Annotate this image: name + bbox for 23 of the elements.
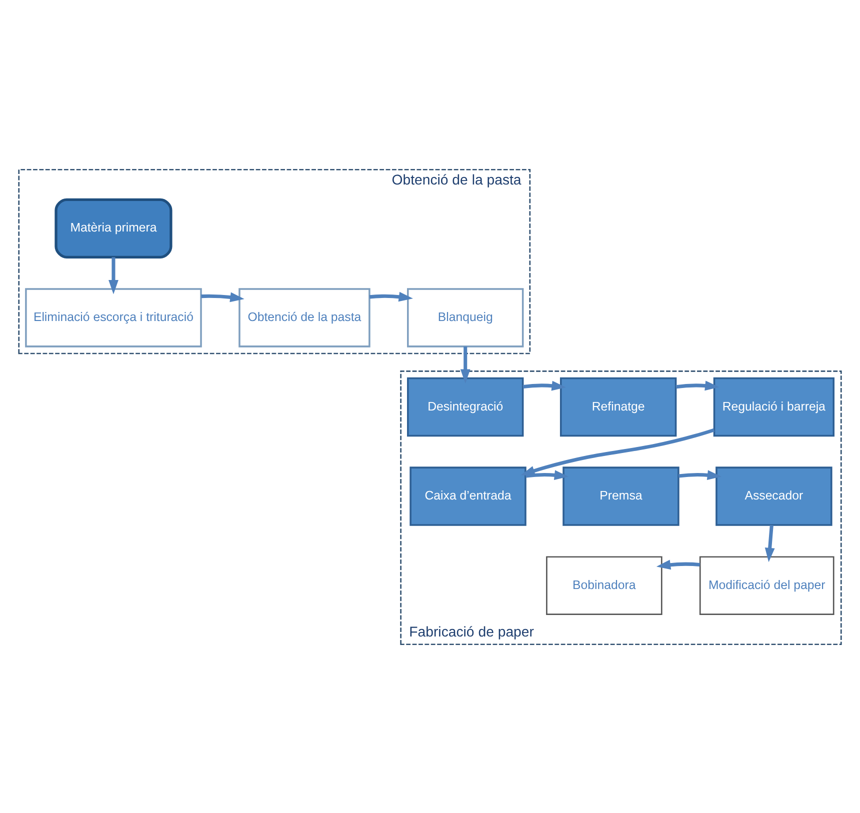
- node-box: Blanqueig: [407, 288, 524, 347]
- arrow: [656, 559, 700, 570]
- node-box: Desintegració: [407, 376, 524, 436]
- node-box: Refinatge: [560, 376, 677, 436]
- arrow: [108, 256, 118, 294]
- node-box: Premsa: [562, 466, 680, 526]
- node-box: Assecador: [716, 466, 832, 526]
- arrow: [201, 292, 244, 302]
- arrow: [520, 428, 715, 476]
- node-box: Regulació i barreja: [713, 376, 834, 436]
- arrow: [764, 524, 775, 562]
- arrow: [460, 346, 470, 383]
- node-box: Matèria primera: [54, 198, 172, 258]
- node-box: Obtenció de la pasta: [238, 288, 370, 347]
- arrow: [678, 470, 722, 480]
- node-box: Eliminació escorça i trituració: [25, 288, 202, 347]
- node-box: Caixa d’entrada: [410, 466, 526, 526]
- arrow: [369, 291, 414, 302]
- arrow: [676, 380, 720, 390]
- node-box: Bobinadora: [546, 556, 662, 614]
- node-box: Modificació del paper: [699, 556, 834, 614]
- arrow: [525, 470, 569, 480]
- arrow: [522, 380, 566, 390]
